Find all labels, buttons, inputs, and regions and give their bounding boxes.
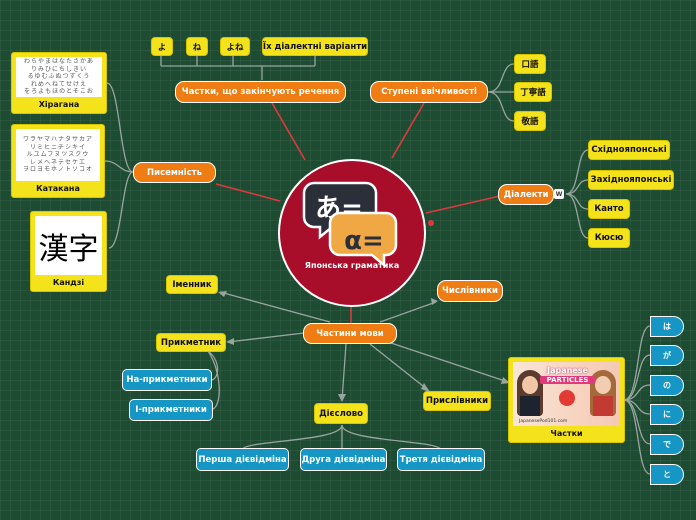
card-caption: Частки [550, 429, 583, 438]
connector-particles-end [271, 102, 306, 161]
central-topic[interactable]: あ= α= Японська граматика [278, 159, 426, 307]
chip-third-conjugation[interactable]: Третя дієвідміна [397, 448, 485, 471]
speech-bubbles-icon: あ= α= [302, 181, 398, 268]
svg-text:α=: α= [344, 226, 384, 256]
chip-adjective[interactable]: Прикметник [156, 333, 226, 352]
chip-particle-ga[interactable]: が [650, 345, 684, 366]
card-caption: Катакана [36, 184, 80, 193]
thumbnail-title-line1: Japanese [547, 366, 588, 375]
kanji-image: 漢字 [35, 216, 102, 275]
topic-politeness-levels[interactable]: Ступені ввічливості [370, 81, 488, 103]
chip-western-dialects[interactable]: Західнояпонські [588, 170, 674, 190]
card-katakana[interactable]: ワラヤマハナタサカア リミヒニチシキイ ルユムフヌツスクウ レメヘネテセケエ ヲ… [11, 124, 105, 198]
chip-kyushu[interactable]: Кюсю [588, 228, 630, 248]
chip-yone[interactable]: よね [220, 37, 250, 56]
particles-video-thumbnail: Japanese PARTICLES JapanesePod101.com [513, 362, 620, 426]
katakana-glyphs: ワラヤマハナタサカア リミヒニチシキイ ルユムフヌツスクウ レメヘネテセケエ ヲ… [22, 136, 93, 174]
topic-writing-system[interactable]: Писемність [133, 162, 216, 183]
presenter-right-face [595, 376, 611, 394]
chip-particle-wa[interactable]: は [650, 316, 684, 337]
hiragana-glyphs: わらやまはなたさかあ りみひにちしきい るゆむふぬつすくう れめへねてせけえ を… [23, 58, 94, 96]
chip-dialect-variants[interactable]: Їх діалектні варіанти [262, 37, 368, 56]
chip-second-conjugation[interactable]: Друга дієвідміна [300, 448, 387, 471]
wiki-link-icon[interactable]: W [554, 189, 564, 199]
topic-parts-of-speech[interactable]: Частини мови [303, 323, 397, 344]
chip-particle-to[interactable]: と [650, 464, 684, 485]
topic-sentence-ending-particles[interactable]: Частки, що закінчують речення [175, 81, 346, 103]
chip-keigo[interactable]: 敬語 [514, 111, 546, 131]
card-hiragana[interactable]: わらやまはなたさかあ りみひにちしきい るゆむふぬつすくう れめへねてせけえ を… [11, 52, 107, 114]
arrowhead [226, 338, 234, 345]
card-particles[interactable]: Japanese PARTICLES JapanesePod101.com Ча… [508, 357, 625, 443]
chip-kanto[interactable]: Канто [588, 199, 630, 219]
presenter-left-face [522, 376, 538, 394]
thumbnail-site: JapanesePod101.com [519, 419, 568, 424]
kanji-glyphs: 漢字 [38, 231, 99, 267]
card-kanji[interactable]: 漢字 Кандзі [30, 211, 107, 292]
arrowhead [421, 383, 430, 392]
central-topic-label: Японська граматика [304, 261, 400, 270]
arrowhead [338, 394, 346, 402]
card-caption: Кандзі [52, 278, 85, 287]
chip-kougo[interactable]: 口語 [514, 54, 546, 74]
katakana-chart-image: ワラヤマハナタサカア リミヒニチシキイ ルユムフヌツスクウ レメヘネテセケエ ヲ… [16, 129, 100, 181]
chip-particle-ni[interactable]: に [650, 404, 684, 425]
chip-ne[interactable]: ね [186, 37, 208, 56]
badge-icon [559, 390, 575, 406]
card-caption: Хірагана [38, 100, 80, 109]
chip-first-conjugation[interactable]: Перша дієвідміна [196, 448, 289, 471]
chip-yo[interactable]: よ [151, 37, 173, 56]
chip-na-adjectives[interactable]: На-прикметники [122, 369, 212, 391]
topic-numerals[interactable]: Числівники [437, 280, 503, 302]
chip-eastern-dialects[interactable]: Східнояпонські [588, 140, 670, 160]
connector-writing [215, 183, 281, 202]
chip-verb[interactable]: Дієслово [314, 403, 368, 424]
presenter-left-body [520, 396, 540, 416]
presenter-right-body [593, 396, 613, 416]
collapse-dot [428, 220, 434, 226]
chip-adverbs[interactable]: Прислівники [423, 391, 491, 411]
chip-particle-de[interactable]: で [650, 434, 684, 455]
thumbnail-title-line2: PARTICLES [540, 376, 595, 384]
arrowhead [218, 291, 227, 297]
arrowhead [431, 298, 438, 305]
chip-teineigo[interactable]: 丁寧語 [514, 82, 552, 102]
chip-particle-no[interactable]: の [650, 375, 684, 396]
connector-dialects [425, 195, 501, 214]
topic-dialects[interactable]: Діалекти [498, 184, 554, 205]
arrowhead [501, 377, 510, 384]
connector-politeness [391, 102, 425, 159]
chip-i-adjectives[interactable]: І-прикметники [129, 399, 213, 421]
chip-noun[interactable]: Іменник [166, 275, 218, 294]
hiragana-chart-image: わらやまはなたさかあ りみひにちしきい るゆむふぬつすくう れめへねてせけえ を… [16, 57, 102, 97]
